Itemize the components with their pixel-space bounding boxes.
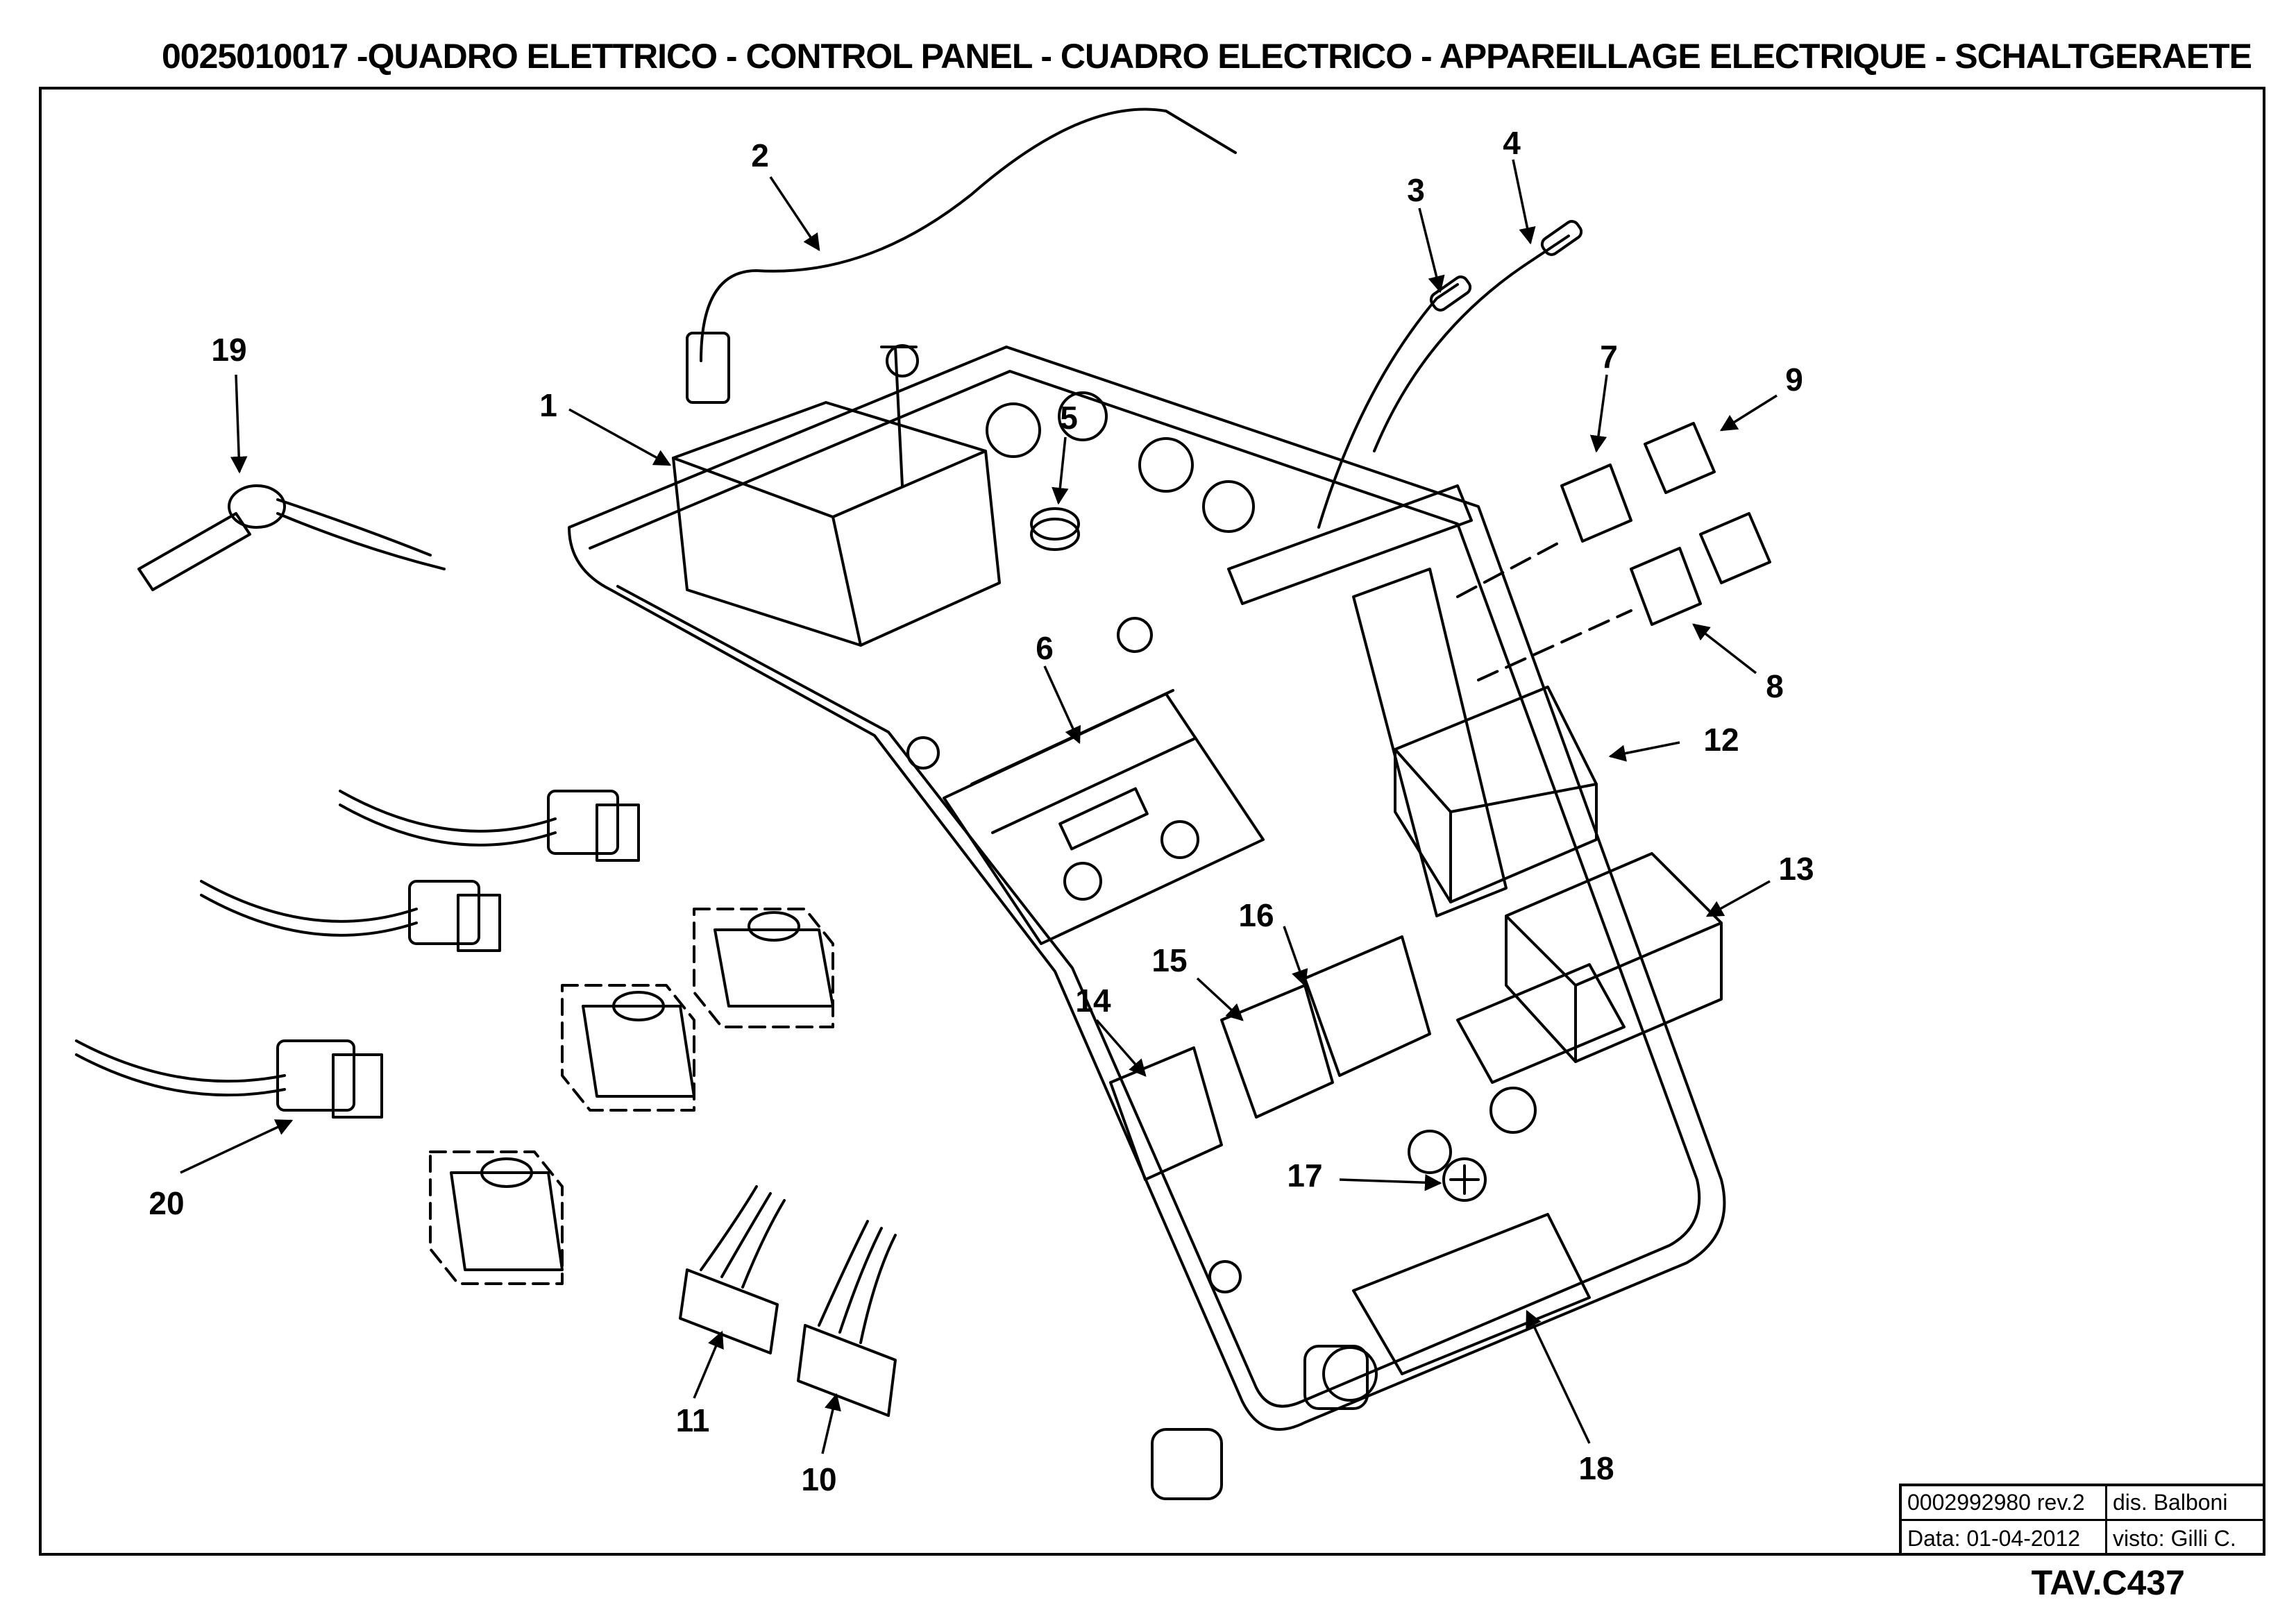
callout-1: 1 — [539, 387, 557, 423]
terminal-connector-16 — [1303, 935, 1431, 1077]
fuse-cap-9b — [1699, 512, 1771, 584]
callout-17: 17 — [1287, 1157, 1322, 1193]
callout-3: 3 — [1407, 172, 1425, 208]
control-panel-plate — [568, 346, 1726, 1431]
callout-6: 6 — [1036, 630, 1054, 666]
callout-5: 5 — [1060, 400, 1078, 436]
callout-2: 2 — [751, 137, 769, 173]
fuse-cap-9 — [1644, 422, 1716, 494]
callout-19: 19 — [211, 332, 246, 368]
relay-block — [1394, 686, 1598, 903]
drawing-title: 0025010017 -QUADRO ELETTRICO - CONTROL P… — [161, 37, 2252, 76]
drawing-code: 0002992980 rev.2 — [1902, 1486, 2107, 1521]
contactor — [1505, 852, 1723, 1063]
solenoid-valve-c — [450, 1171, 564, 1271]
callout-9: 9 — [1785, 362, 1803, 398]
solenoid-valve-b — [582, 1005, 695, 1098]
callout-20: 20 — [149, 1185, 184, 1221]
callout-7: 7 — [1600, 339, 1618, 375]
solenoid-valve-a — [714, 928, 834, 1008]
callout-11: 11 — [676, 1402, 710, 1438]
controller-module — [943, 692, 1265, 945]
terminal-strip-10 — [797, 1324, 897, 1417]
terminal-connector-15 — [1220, 984, 1334, 1119]
title-block: 0002992980 rev.2 dis. Balboni Data: 01-0… — [1899, 1484, 2265, 1556]
designer: dis. Balboni — [2107, 1486, 2265, 1521]
drawing-frame — [39, 87, 2265, 1556]
din-rail-lower — [1456, 963, 1626, 1084]
cable-item-2 — [700, 108, 1237, 362]
temperature-probe — [137, 512, 251, 591]
table-reference: TAV.C437 — [2031, 1563, 2185, 1602]
callout-15: 15 — [1151, 942, 1187, 978]
transformer-box — [672, 401, 1001, 647]
drawing-date: Data: 01-04-2012 — [1902, 1521, 2107, 1556]
checked-by: visto: Gilli C. — [2113, 1525, 2236, 1551]
fuse-holder-7 — [1560, 464, 1632, 543]
terminal-strip-11 — [679, 1268, 779, 1354]
callout-14: 14 — [1075, 983, 1111, 1019]
callout-16: 16 — [1238, 897, 1274, 933]
din-rail-upper — [1352, 568, 1508, 917]
terminal-connector-14 — [1109, 1046, 1223, 1181]
callout-8: 8 — [1766, 668, 1784, 704]
callout-13: 13 — [1778, 851, 1814, 887]
callout-10: 10 — [801, 1461, 836, 1497]
callout-12: 12 — [1703, 722, 1739, 758]
callout-18: 18 — [1578, 1450, 1614, 1486]
fuse-holder-8 — [1630, 547, 1702, 626]
earth-bracket — [1352, 1213, 1591, 1375]
callout-4: 4 — [1503, 125, 1521, 161]
